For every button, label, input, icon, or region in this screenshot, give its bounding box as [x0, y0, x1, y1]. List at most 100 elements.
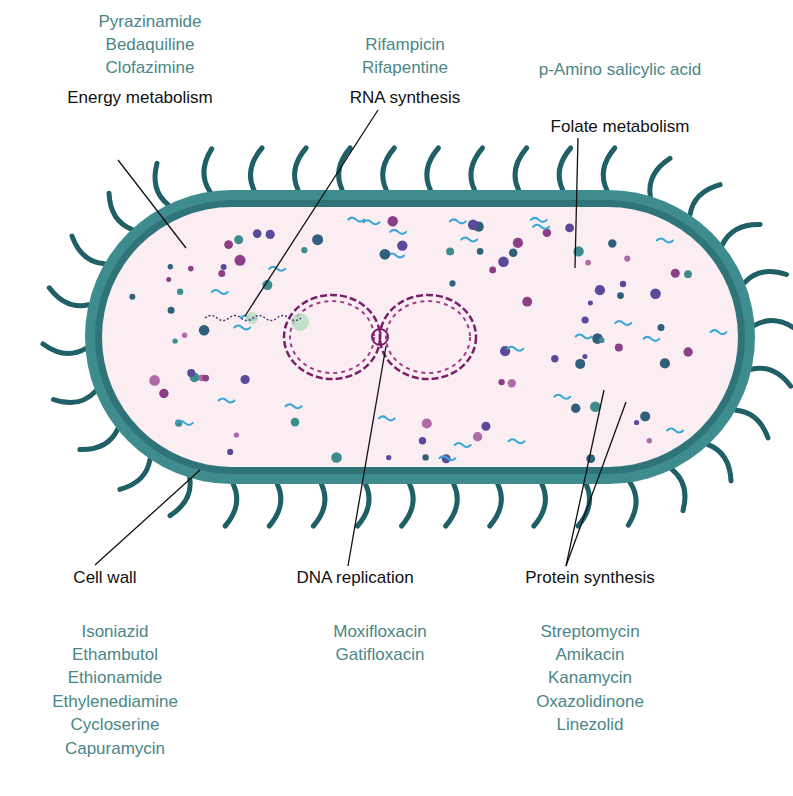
ribosome-dot — [640, 411, 650, 421]
cell-membrane — [95, 200, 745, 474]
mrna-squiggle — [615, 321, 631, 325]
ribosome-dot — [582, 354, 587, 359]
drug-name: Kanamycin — [548, 668, 632, 688]
ribosome-dot — [498, 379, 504, 385]
ribosome-dot — [513, 238, 523, 248]
ribosome-dot — [224, 240, 233, 249]
cell-wall — [85, 190, 755, 484]
drug-name: Ethionamide — [68, 668, 163, 688]
ribosome-dot — [234, 432, 239, 437]
ribosome-dot — [168, 264, 173, 269]
ribosome-dot — [498, 257, 509, 268]
pilus — [204, 149, 212, 192]
mrna-squiggle — [576, 335, 592, 339]
ribosome-dot — [481, 422, 490, 431]
pilus — [269, 484, 281, 526]
drug-name: Clofazimine — [106, 58, 195, 78]
ribosome-dot — [235, 255, 246, 266]
ribosome-dot — [585, 260, 591, 266]
drug-name: Moxifloxacin — [333, 622, 427, 642]
drug-name: Bedaquiline — [106, 35, 195, 55]
pilus — [427, 148, 439, 190]
mrna-squiggle — [450, 219, 466, 223]
drug-name: Capuramycin — [65, 739, 165, 759]
ribosome-dot — [241, 375, 250, 384]
pilus — [109, 193, 132, 229]
drug-name: Pyrazinamide — [99, 12, 202, 32]
pilus — [446, 484, 458, 526]
ribosome-dot — [218, 270, 225, 277]
pilus — [120, 459, 150, 489]
ribosome-dot — [227, 449, 233, 455]
drug-name: Isoniazid — [81, 622, 148, 642]
pilus — [628, 482, 636, 525]
mrna-squiggle — [286, 404, 302, 408]
ribosome-dot — [565, 224, 574, 233]
mrna-squiggle — [533, 225, 549, 229]
mrna-squiggle — [219, 399, 235, 403]
ribosome-dot — [446, 247, 454, 255]
ribosome-dot — [159, 389, 168, 398]
pilus — [745, 271, 787, 282]
ribosome-dot — [647, 438, 652, 443]
pilus — [672, 469, 685, 510]
ribosome-dot — [172, 338, 177, 343]
ribosome-dot — [312, 234, 323, 245]
ribosome-dot — [168, 307, 175, 314]
ribosome-dot — [129, 294, 135, 300]
mrna-squiggle — [177, 421, 193, 425]
ribosome-dot — [419, 437, 426, 444]
pilus — [295, 148, 307, 190]
ribosome-dot — [489, 267, 496, 274]
ribosome-dot — [234, 235, 243, 244]
mrna-squiggle — [212, 290, 228, 294]
drug-name: Rifampicin — [365, 35, 444, 55]
drug-name: Gatifloxacin — [336, 645, 425, 665]
ribosome-dot — [468, 220, 478, 230]
mrna-squiggle — [388, 254, 404, 258]
ribosome-dot — [202, 375, 209, 382]
ribosome-dot — [658, 324, 665, 331]
ribosome-dot — [291, 418, 300, 427]
pilus — [690, 185, 720, 215]
ribosome-dot — [595, 285, 605, 295]
mrna-squiggle — [348, 218, 364, 222]
ribosome-dot — [543, 229, 552, 238]
pilus — [722, 224, 760, 244]
pilus — [534, 484, 546, 526]
target-label: DNA replication — [296, 568, 413, 588]
pilus — [755, 321, 793, 331]
ribosome-dot — [182, 333, 187, 338]
mrna-squiggle — [439, 456, 455, 460]
ribosome-dot — [660, 358, 670, 368]
drug-name: Rifapentine — [362, 58, 448, 78]
pilus — [43, 344, 86, 354]
mrna-squiggle — [657, 239, 673, 243]
ribosome-dot — [397, 240, 407, 250]
pilus — [358, 484, 370, 526]
pilus — [72, 236, 105, 264]
ribosome-dot — [684, 270, 692, 278]
ribosome-dot — [508, 379, 516, 387]
drug-name: Amikacin — [556, 645, 625, 665]
pilus — [650, 158, 670, 196]
ribosome-dot — [199, 325, 210, 336]
target-label: Cell wall — [73, 568, 136, 588]
drug-name: Linezolid — [556, 715, 623, 735]
ribosome-dot — [582, 316, 589, 323]
pilus — [54, 391, 96, 402]
leader-lines — [95, 110, 626, 566]
pilus — [708, 445, 731, 481]
mrna-squiggle — [379, 416, 395, 420]
ribosome-dot — [380, 249, 391, 260]
target-label: Energy metabolism — [67, 88, 213, 108]
ribosome-dot — [671, 269, 680, 278]
mrna-squiggle — [461, 238, 477, 242]
ribosome-dot — [177, 289, 183, 295]
mrna-squiggle — [507, 347, 523, 351]
ribosome-dot — [422, 418, 432, 428]
ribosome-dot — [331, 452, 342, 463]
ribosome-dot — [253, 229, 262, 238]
ribosome-dot — [650, 289, 661, 300]
